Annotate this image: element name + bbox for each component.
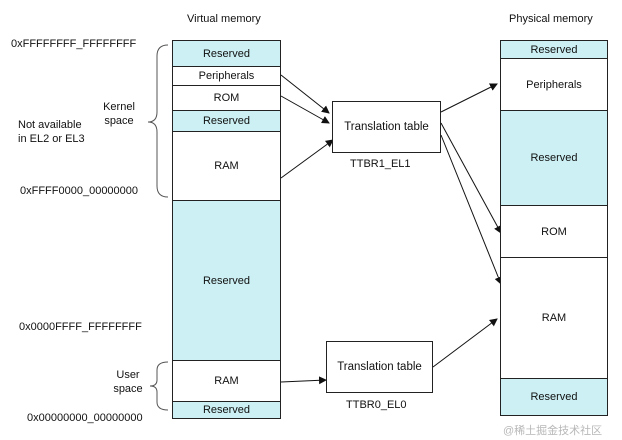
physical-region-reserved-middle: Reserved: [500, 110, 608, 206]
arrow-rom-to-table1: [280, 95, 330, 124]
virtual-region-reserved-bottom: Reserved: [172, 401, 281, 419]
physical-region-rom: ROM: [500, 205, 608, 258]
arrow-table1-to-rom: [440, 122, 502, 234]
virtual-region-label: Reserved: [202, 274, 251, 287]
virtual-region-reserved-middle: Reserved: [172, 200, 281, 361]
user-space-label-line2: space: [113, 383, 143, 395]
arrow-user-ram-to-table0: [280, 376, 327, 385]
kernel-space-brace: [147, 44, 169, 198]
physical-region-label: Reserved: [530, 391, 578, 403]
arrow-peripherals-to-table1: [280, 74, 330, 114]
translation-table-el0-label: Translation table: [337, 361, 422, 373]
address-top: 0xFFFFFFFF_FFFFFFFF: [11, 38, 137, 50]
virtual-region-label: ROM: [213, 92, 240, 104]
virtual-region-label: Reserved: [202, 47, 251, 60]
arrow-table0-to-ram: [432, 318, 498, 368]
virtual-region-label: Reserved: [202, 404, 251, 416]
address-kernel-base: 0xFFFF0000_00000000: [20, 185, 139, 197]
arrow-ram-to-table1: [280, 139, 334, 179]
physical-region-reserved-bottom: Reserved: [500, 378, 608, 416]
virtual-region-reserved-top: Reserved: [172, 40, 281, 67]
physical-region-label: Peripherals: [526, 78, 582, 91]
arrow-table1-to-peripherals: [440, 83, 498, 113]
physical-region-ram: RAM: [500, 257, 608, 379]
user-space-label-line1: User: [116, 369, 140, 381]
virtual-region-label: RAM: [214, 160, 239, 172]
physical-region-peripherals: Peripherals: [500, 58, 608, 111]
physical-region-label: RAM: [541, 312, 567, 324]
virtual-memory-header: Virtual memory: [187, 13, 261, 25]
physical-memory-header: Physical memory: [509, 13, 593, 25]
not-available-note-line2: in EL2 or EL3: [18, 133, 85, 145]
translation-table-el1-label: Translation table: [344, 121, 429, 133]
translation-table-el1: Translation table: [332, 101, 441, 153]
virtual-region-ram-user: RAM: [172, 360, 281, 402]
virtual-region-rom: ROM: [172, 85, 281, 111]
ttbr0-el0-label: TTBR0_EL0: [346, 399, 407, 411]
not-available-note-line1: Not available: [18, 119, 82, 131]
translation-table-el0: Translation table: [326, 341, 433, 393]
user-space-brace: [149, 361, 169, 411]
physical-region-label: Reserved: [530, 43, 578, 56]
ttbr1-el1-label: TTBR1_EL1: [350, 158, 411, 170]
virtual-region-peripherals: Peripherals: [172, 66, 281, 86]
virtual-region-label: RAM: [214, 375, 239, 387]
address-user-top: 0x0000FFFF_FFFFFFFF: [19, 321, 142, 333]
virtual-region-label: Reserved: [202, 115, 251, 127]
kernel-space-label-line1: Kernel: [103, 101, 135, 113]
physical-region-label: ROM: [541, 225, 567, 238]
kernel-space-label-line2: space: [104, 115, 134, 127]
address-bottom: 0x00000000_00000000: [27, 412, 143, 424]
arrow-table1-to-ram: [440, 134, 503, 285]
physical-region-reserved-top: Reserved: [500, 40, 608, 59]
watermark: @稀土掘金技术社区: [503, 425, 603, 437]
virtual-region-ram-kernel: RAM: [172, 131, 281, 201]
virtual-region-reserved-kernel: Reserved: [172, 110, 281, 132]
physical-region-label: Reserved: [530, 152, 578, 164]
virtual-region-label: Peripherals: [198, 70, 255, 82]
